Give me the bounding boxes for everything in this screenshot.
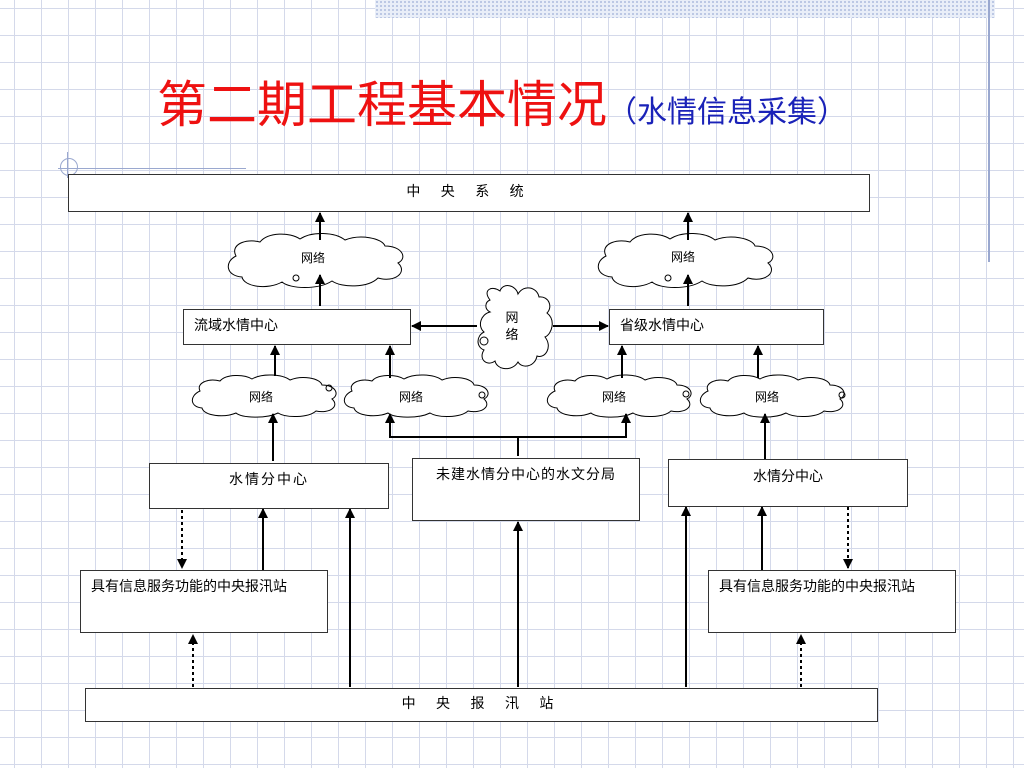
title-sub: （水情信息采集） (607, 95, 847, 130)
cloud-lower-1 (191, 374, 337, 418)
cloud-upper-right (597, 233, 774, 288)
cloud-upper-left (227, 233, 404, 288)
basin-center-box: 流域水情中心 (183, 309, 411, 345)
cloud-label-upper-left: 网络 (300, 251, 325, 265)
cloud-label-upper-right: 网络 (670, 250, 695, 264)
hydro-bureau-box: 未建水情分中心的水文分局 (412, 458, 640, 521)
cloud-label-lower-4: 网络 (754, 390, 779, 404)
cloud-swirls (292, 274, 846, 399)
dashed-connectors (177, 507, 853, 687)
decorative-band (375, 0, 995, 18)
cloud-label-lower-3: 网络 (601, 390, 626, 404)
cloud-label-middle: 网络 (505, 311, 519, 343)
decorative-circle-tick (67, 152, 68, 178)
cloud-lower-3 (546, 374, 692, 418)
solid-connectors (258, 212, 770, 687)
cloud-label-lower-2: 网络 (398, 390, 423, 404)
central-report-station-box: 中 央 报 汛 站 (85, 688, 878, 722)
cloud-middle (477, 285, 553, 370)
report-station-left-box: 具有信息服务功能的中央报汛站 (80, 570, 328, 633)
slide-title: 第二期工程基本情况（水情信息采集） (157, 80, 847, 130)
sub-center-right-box: 水情分中心 (668, 459, 908, 507)
decorative-horizontal-line (58, 168, 246, 169)
central-system-box: 中 央 系 统 (68, 174, 870, 212)
cloud-lower-4 (699, 374, 845, 418)
cloud-label-lower-1: 网络 (248, 390, 273, 404)
title-main: 第二期工程基本情况 (157, 76, 607, 134)
report-station-right-box: 具有信息服务功能的中央报汛站 (708, 570, 956, 633)
sub-center-left-box: 水情分中心 (149, 463, 389, 509)
cloud-shapes (191, 233, 845, 418)
decorative-vertical-line (988, 0, 990, 262)
province-center-box: 省级水情中心 (609, 309, 824, 345)
cloud-lower-2 (343, 374, 489, 418)
